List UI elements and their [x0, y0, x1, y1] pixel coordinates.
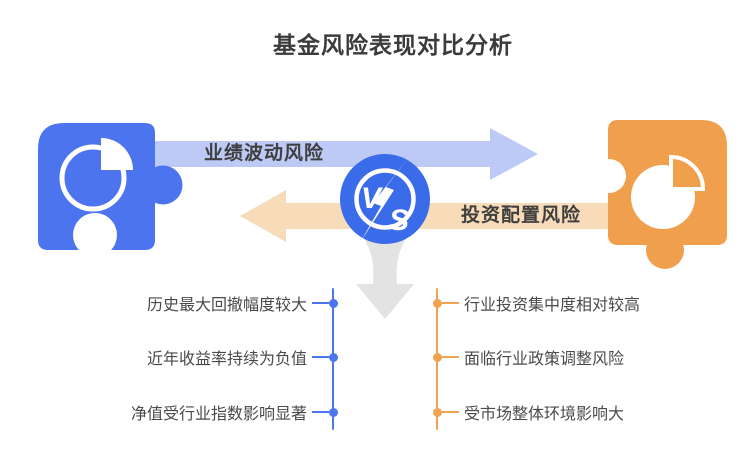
vs-badge-icon: V S [340, 154, 430, 244]
list-item: 近年收益率持续为负值 [147, 346, 338, 368]
list-item: 行业投资集中度相对较高 [433, 292, 640, 314]
bullet-dot-icon [433, 407, 442, 417]
page-title: 基金风险表现对比分析 [273, 32, 513, 58]
connector-line [312, 356, 329, 358]
right-point-1-label: 行业投资集中度相对较高 [464, 297, 641, 314]
left-arrow-shape [240, 190, 610, 242]
connector-line [312, 302, 329, 304]
bullet-dot-icon [433, 352, 442, 362]
blue-puzzle-pie-chart-icon [38, 123, 183, 257]
connector-line [442, 356, 459, 358]
bullet-dot-icon [433, 298, 442, 308]
orange-puzzle-pie-chart-icon [592, 120, 727, 269]
bullet-dot-icon [329, 352, 338, 362]
left-point-3-label: 净值受行业指数影响显著 [130, 406, 307, 423]
left-point-1-label: 历史最大回撤幅度较大 [146, 297, 307, 314]
right-point-2-label: 面临行业政策调整风险 [464, 351, 625, 368]
bullet-dot-icon [329, 407, 338, 417]
list-item: 净值受行业指数影响显著 [131, 401, 338, 423]
performance-volatility-risk-label: 业绩波动风险 [203, 143, 324, 164]
list-item: 受市场整体环境影响大 [433, 401, 624, 423]
vs-letter-v: V [361, 182, 384, 215]
connector-line [312, 411, 329, 413]
down-arrow-icon [356, 230, 414, 319]
right-arrow-shape [152, 128, 538, 180]
list-item: 历史最大回撤幅度较大 [147, 292, 338, 314]
left-point-2-label: 近年收益率持续为负值 [146, 351, 307, 368]
investment-allocation-risk-label: 投资配置风险 [460, 205, 581, 226]
connector-line [442, 302, 459, 304]
connector-line [442, 411, 459, 413]
vs-letter-s: S [389, 204, 409, 237]
list-item: 面临行业政策调整风险 [433, 346, 624, 368]
right-point-3-label: 受市场整体环境影响大 [464, 406, 625, 423]
bullet-dot-icon [329, 298, 338, 308]
